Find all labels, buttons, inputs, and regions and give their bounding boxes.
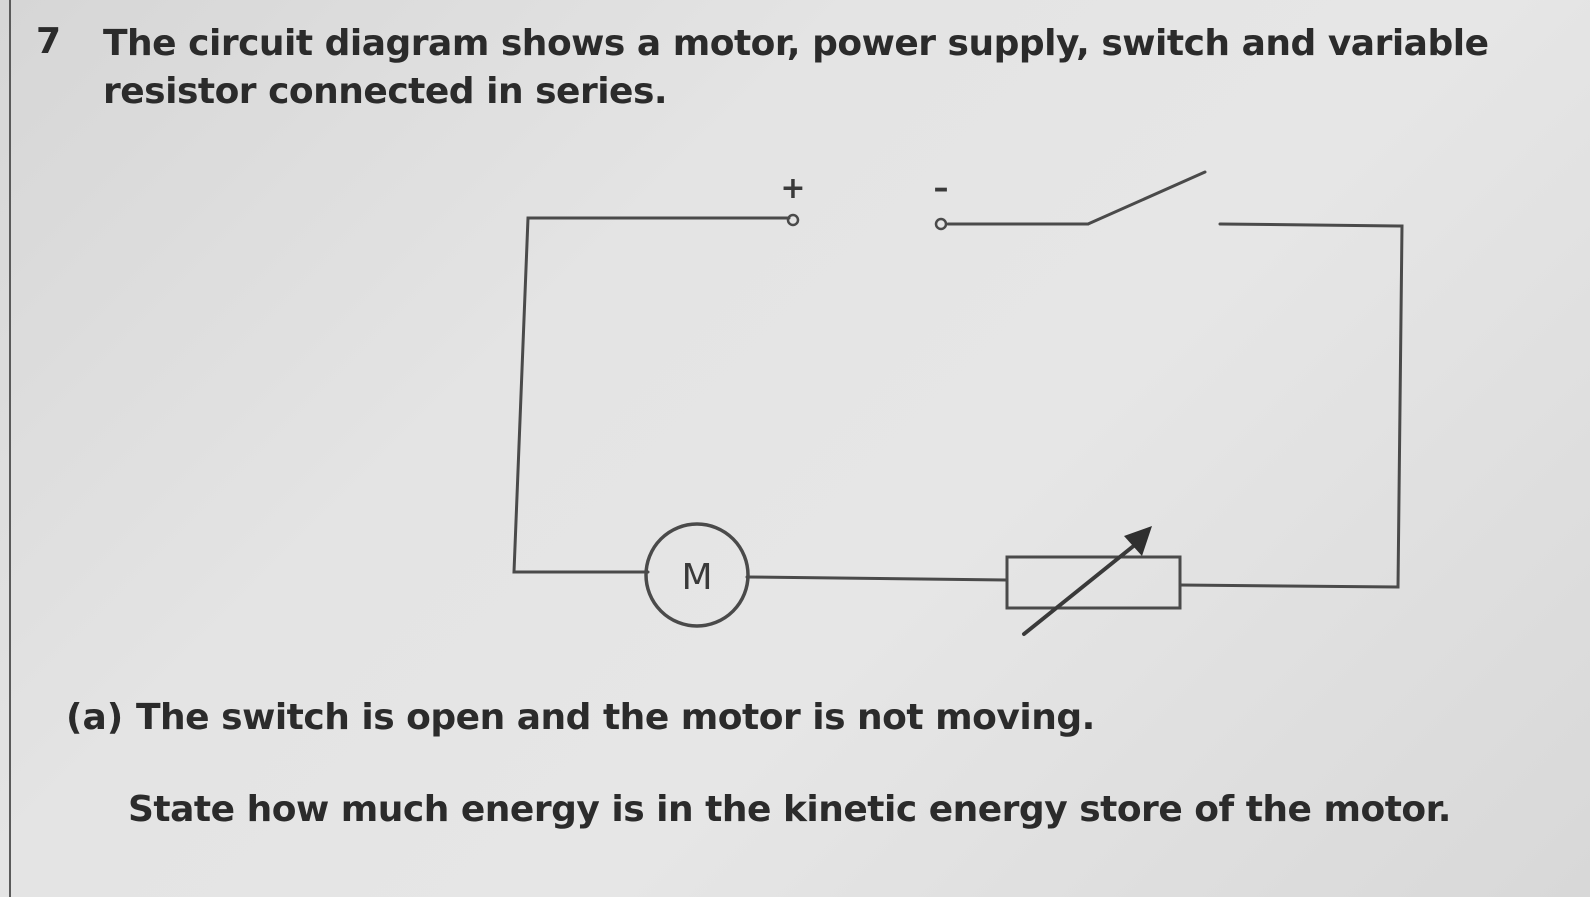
wire-motor-to-resistor (745, 575, 1008, 582)
page-margin-line (9, 0, 11, 897)
positive-terminal-label: + (780, 171, 805, 206)
part-a-question: State how much energy is in the kinetic … (128, 789, 1451, 830)
motor-icon (644, 522, 750, 628)
question-number: 7 (36, 21, 62, 62)
variable-resistor-icon (1005, 555, 1182, 610)
question-stem: The circuit diagram shows a motor, power… (103, 23, 1489, 112)
wire-top-left (512, 216, 791, 574)
part-a-label: (a) (66, 697, 124, 738)
part-a-statement: The switch is open and the motor is not … (136, 697, 1095, 738)
positive-terminal-icon (786, 213, 800, 227)
variable-resistor-arrow (1022, 542, 1138, 636)
motor-label: M (681, 557, 712, 598)
negative-terminal-label: – (934, 171, 949, 206)
negative-terminal-icon (934, 217, 948, 231)
switch-blade (1086, 170, 1207, 226)
wire-right (1178, 222, 1404, 589)
arrowhead-icon (1124, 526, 1152, 556)
